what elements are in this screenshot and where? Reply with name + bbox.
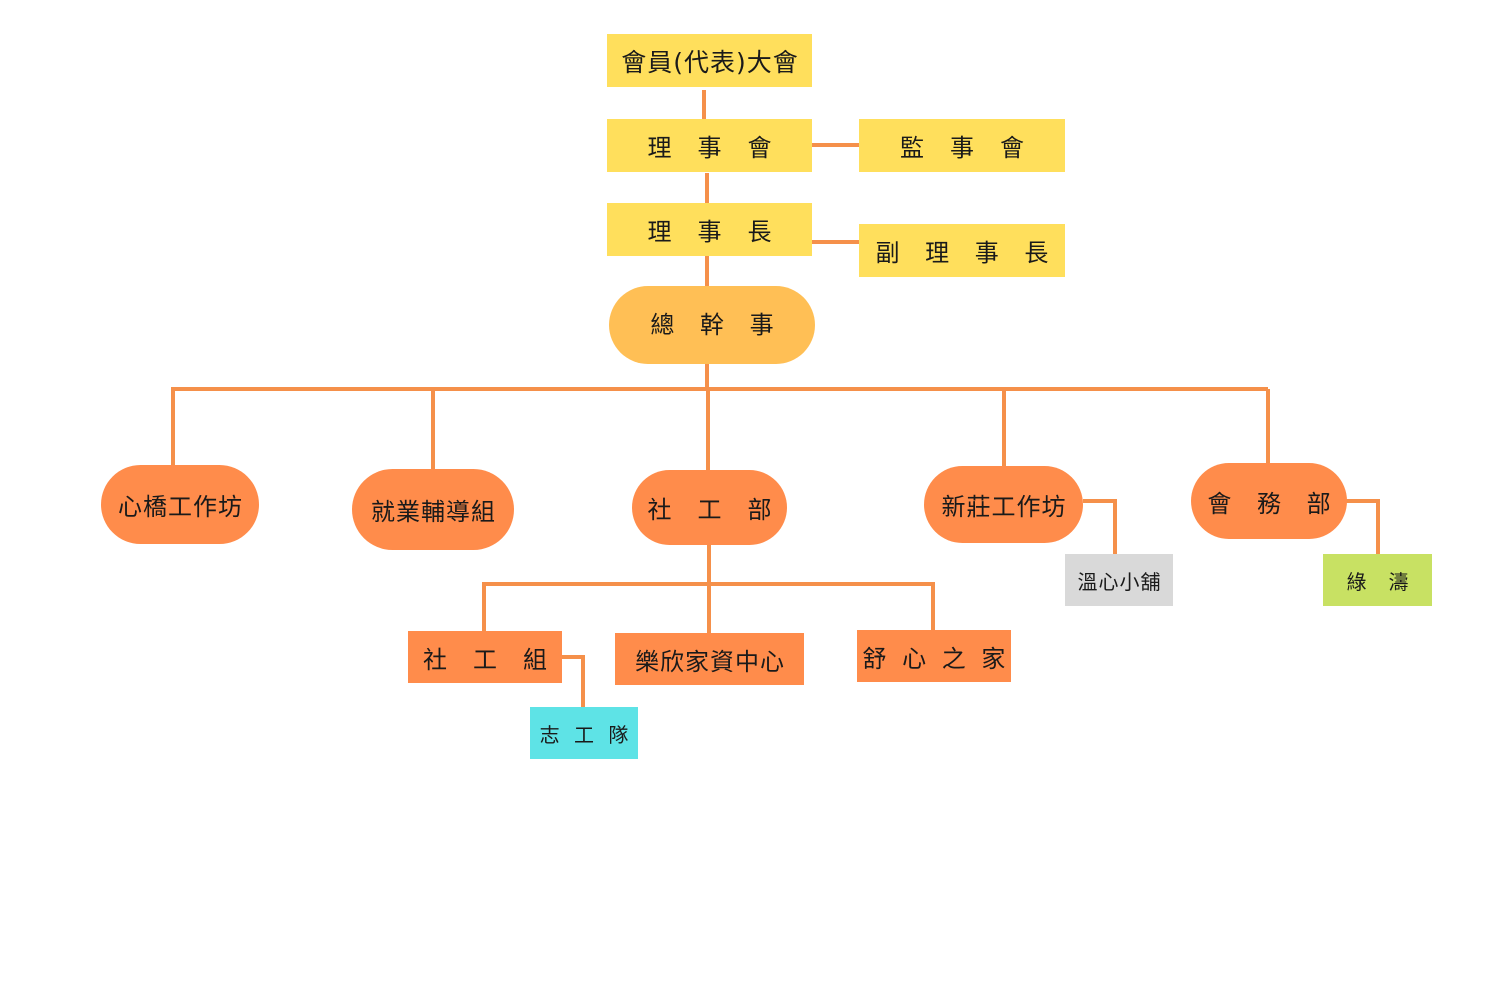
home-box: 舒 心 之 家 bbox=[857, 630, 1011, 682]
department-xinzhuang-label: 新莊工作坊 bbox=[941, 493, 1067, 521]
green-unit-box: 綠 濤 bbox=[1323, 554, 1432, 606]
volunteers-box: 志 工 隊 bbox=[530, 707, 638, 759]
shop-label: 溫心小舖 bbox=[1077, 569, 1162, 594]
department-employment-label: 就業輔導組 bbox=[371, 498, 496, 526]
supervisors-label: 監 事 會 bbox=[900, 134, 1025, 162]
secretary-general-box: 總 幹 事 bbox=[609, 286, 815, 364]
department-employment: 就業輔導組 bbox=[352, 469, 514, 550]
department-affairs: 會 務 部 bbox=[1191, 463, 1347, 539]
chairman-box: 理 事 長 bbox=[607, 203, 812, 256]
shop-box: 溫心小舖 bbox=[1065, 554, 1173, 606]
social-work-group-box: 社 工 組 bbox=[408, 631, 562, 683]
vice-chairman-label: 副 理 事 長 bbox=[875, 239, 1058, 267]
assembly-box: 會員(代表)大會 bbox=[607, 34, 812, 87]
department-affairs-label: 會 務 部 bbox=[1207, 489, 1340, 518]
department-social-work-label: 社 工 部 bbox=[647, 496, 773, 524]
connector-xinzhuang-shop bbox=[1083, 499, 1117, 554]
family-center-box: 樂欣家資中心 bbox=[615, 633, 804, 685]
connector-sw-group-volunteers bbox=[562, 655, 585, 707]
department-xinqiao-label: 心橋工作坊 bbox=[118, 493, 243, 521]
vice-chairman-box: 副 理 事 長 bbox=[859, 224, 1065, 277]
social-work-group-label: 社 工 組 bbox=[423, 645, 548, 674]
home-label: 舒 心 之 家 bbox=[862, 644, 1010, 673]
department-xinzhuang: 新莊工作坊 bbox=[924, 466, 1083, 543]
board-label: 理 事 會 bbox=[647, 134, 773, 162]
board-box: 理 事 會 bbox=[607, 119, 812, 172]
department-social-work: 社 工 部 bbox=[632, 470, 787, 545]
assembly-label: 會員(代表)大會 bbox=[621, 47, 799, 77]
family-center-label: 樂欣家資中心 bbox=[635, 647, 785, 676]
green-unit-label: 綠 濤 bbox=[1346, 569, 1410, 594]
chairman-label: 理 事 長 bbox=[647, 218, 773, 246]
connector-affairs-green bbox=[1346, 499, 1380, 554]
supervisors-box: 監 事 會 bbox=[859, 119, 1065, 172]
secretary-general-label: 總 幹 事 bbox=[650, 310, 783, 339]
department-xinqiao: 心橋工作坊 bbox=[101, 465, 259, 544]
volunteers-label: 志 工 隊 bbox=[539, 722, 633, 747]
